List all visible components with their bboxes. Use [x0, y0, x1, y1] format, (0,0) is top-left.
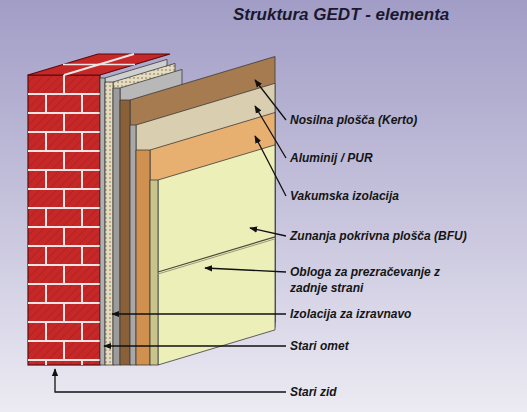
- mortar-joint: [45, 132, 47, 151]
- part-label: Obloga za prezračevanje z zadnje strani: [290, 264, 468, 296]
- kerto-board: [120, 57, 275, 366]
- mortar-joint: [45, 284, 47, 303]
- leader-arrow: [55, 369, 286, 392]
- layer-edge: [136, 150, 150, 365]
- leader-arrow: [104, 345, 286, 346]
- mortar-joint: [63, 113, 65, 132]
- mortar-joint: [81, 170, 83, 189]
- layer-face: [136, 83, 275, 365]
- part-label: Aluminij / PUR: [290, 150, 520, 166]
- mortar-joint: [81, 360, 83, 365]
- layer-face: [130, 57, 275, 366]
- leader-arrow: [250, 228, 286, 236]
- aluminium-pur-layer: [130, 83, 275, 365]
- diagram-title: Struktura GEDT - elementa: [233, 4, 449, 26]
- mortar-joint: [63, 151, 65, 170]
- leader-arrow: [112, 313, 286, 314]
- vacuum-insulation-layer: [136, 113, 275, 366]
- mortar-joint: [63, 303, 65, 322]
- part-label: Stari omet: [290, 338, 520, 354]
- mortar-joint: [63, 64, 135, 66]
- mortar-joint: [63, 265, 65, 284]
- mortar-joint: [81, 246, 83, 265]
- mortar-joint: [45, 322, 47, 341]
- leader-arrow: [255, 106, 286, 158]
- mortar-joint: [45, 246, 47, 265]
- mortar-joint: [81, 132, 83, 151]
- part-label: Stari zid: [290, 384, 520, 400]
- mortar-joint: [81, 208, 83, 227]
- leader-lines: [55, 80, 286, 392]
- mortar-joint: [63, 75, 65, 94]
- leader-arrow: [255, 136, 286, 196]
- mortar-joint: [45, 208, 47, 227]
- panel-joint: [158, 237, 275, 272]
- layer-edge: [113, 88, 120, 365]
- part-label: Izolacija za izravnavo: [290, 306, 520, 322]
- mortar-joint: [63, 341, 65, 360]
- mortar-joint: [45, 360, 47, 365]
- mortar-joint: [63, 227, 65, 246]
- layer-edge: [105, 82, 113, 365]
- mortar-joint: [45, 94, 47, 113]
- part-label: Vakumska izolacija: [290, 188, 520, 204]
- layer-face: [158, 145, 275, 365]
- bfu-panel: [150, 145, 275, 365]
- mortar-joint: [64, 54, 134, 75]
- part-label: Zunanja pokrivna plošča (BFU): [290, 228, 520, 244]
- brick-hatch: [28, 75, 100, 365]
- layer-face: [150, 113, 275, 366]
- mortar-joint: [63, 189, 65, 208]
- mortar-joint: [81, 94, 83, 113]
- layer-edge: [100, 78, 105, 365]
- layer-edge: [120, 100, 130, 365]
- leader-arrow: [205, 268, 286, 272]
- mortar-joint: [45, 170, 47, 189]
- layer-edge: [130, 125, 136, 365]
- wall-layers: [100, 57, 275, 366]
- mortar-joint: [81, 322, 83, 341]
- layer-edge: [150, 180, 158, 365]
- mortar-joint: [81, 284, 83, 303]
- part-label: Nosilna plošča (Kerto): [290, 112, 520, 128]
- wall-face: [28, 75, 100, 365]
